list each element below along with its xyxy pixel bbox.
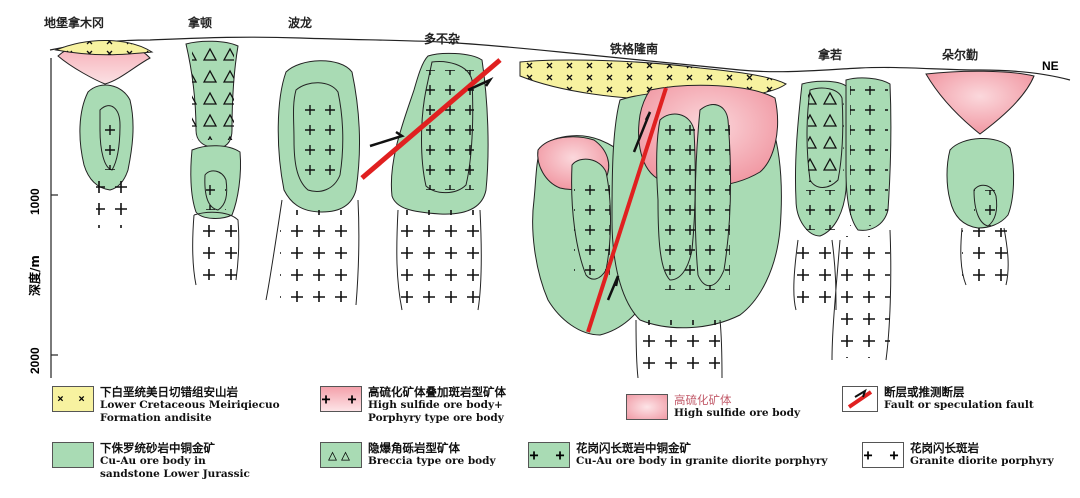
legend-en-label: Cu-Au ore body in granite diorite porphy… (576, 455, 828, 467)
legend-cn-label: 断层或推测断层 (884, 385, 965, 399)
legend-cn-label: 高硫化矿体叠加斑岩型矿体 (368, 385, 506, 399)
legend-swatch-fault (842, 386, 878, 412)
plus-cross-icon: + + (321, 390, 361, 408)
site-label-tiegelongnan: 铁格隆南 (610, 42, 659, 56)
plus-cross-icon: + + (529, 446, 569, 464)
ore-body-duobuza (360, 52, 502, 311)
triangle-icon: △△ (327, 446, 355, 464)
depth-axis (50, 58, 58, 378)
ore-body-bolong (265, 60, 360, 306)
ore-body-nadun (185, 40, 241, 286)
legend-en-label: Breccia type ore body (368, 455, 496, 467)
ore-body-dibaonamugang (54, 39, 154, 228)
legend-en-label: Fault or speculation fault (884, 399, 1034, 411)
site-label-naruo: 拿若 (818, 48, 843, 62)
site-label-duoerqin: 朵尔勤 (942, 48, 979, 62)
legend-swatch-andesite: × × (52, 386, 94, 412)
legend-swatch-high-sulfide (626, 394, 668, 420)
legend-cn-label: 隐爆角砾岩型矿体 (368, 441, 460, 455)
fault-line (586, 87, 668, 333)
fault-line (360, 58, 502, 180)
x-cross-icon: × × (57, 392, 89, 405)
legend-en-label: High sulfide ore body (674, 407, 801, 419)
legend-en-label: sandstone Lower Jurassic (100, 468, 250, 480)
depth-axis-label: 深度/m (28, 255, 42, 296)
legend-en-label: Formation andisite (100, 412, 212, 424)
legend-cn-label: 花岗闪长斑岩 (910, 441, 979, 455)
depth-tick-2000: 2000 (28, 347, 42, 374)
legend-cn-label: 下白垩统美日切错组安山岩 (100, 385, 238, 399)
ore-body-tiegelongnan (519, 59, 787, 379)
legend-cn-label: 花岗闪长斑岩中铜金矿 (576, 441, 691, 455)
fault-arrow-icon (847, 388, 873, 409)
site-label-duobuza: 多不杂 (424, 32, 461, 46)
legend-en-label: Lower Cretaceous Meiriqiecuo (100, 399, 280, 411)
legend-en-label: Granite diorite porphyry (910, 455, 1054, 467)
site-label-dibaonamugang: 地堡拿木冈 (44, 16, 105, 30)
ore-body-naruo (793, 77, 892, 361)
plus-cross-icon: + + (863, 446, 903, 464)
legend-en-label: Cu-Au ore body in (100, 455, 206, 467)
legend-en-label: High sulfide ore body+ (368, 399, 503, 411)
orientation-label: NE (1042, 59, 1059, 73)
legend-swatch-breccia: △△ (320, 442, 362, 468)
legend-swatch-high-sulfide-porphyry: + + (320, 386, 362, 412)
legend-swatch-sandstone-cu-au (52, 442, 94, 468)
legend-swatch-granite-diorite: + + (862, 442, 904, 468)
site-label-nadun: 拿顿 (188, 16, 213, 30)
legend-swatch-porphyry-cu-au: + + (528, 442, 570, 468)
legend-en-label: Porphyry type ore body (368, 412, 504, 424)
legend-cn-label: 高硫化矿体 (674, 393, 732, 407)
site-label-bolong: 波龙 (288, 16, 313, 30)
depth-tick-1000: 1000 (28, 188, 42, 215)
ore-body-duoerqin (925, 70, 1035, 286)
legend-cn-label: 下侏罗统砂岩中铜金矿 (100, 441, 215, 455)
topographic-surface (49, 36, 1071, 81)
